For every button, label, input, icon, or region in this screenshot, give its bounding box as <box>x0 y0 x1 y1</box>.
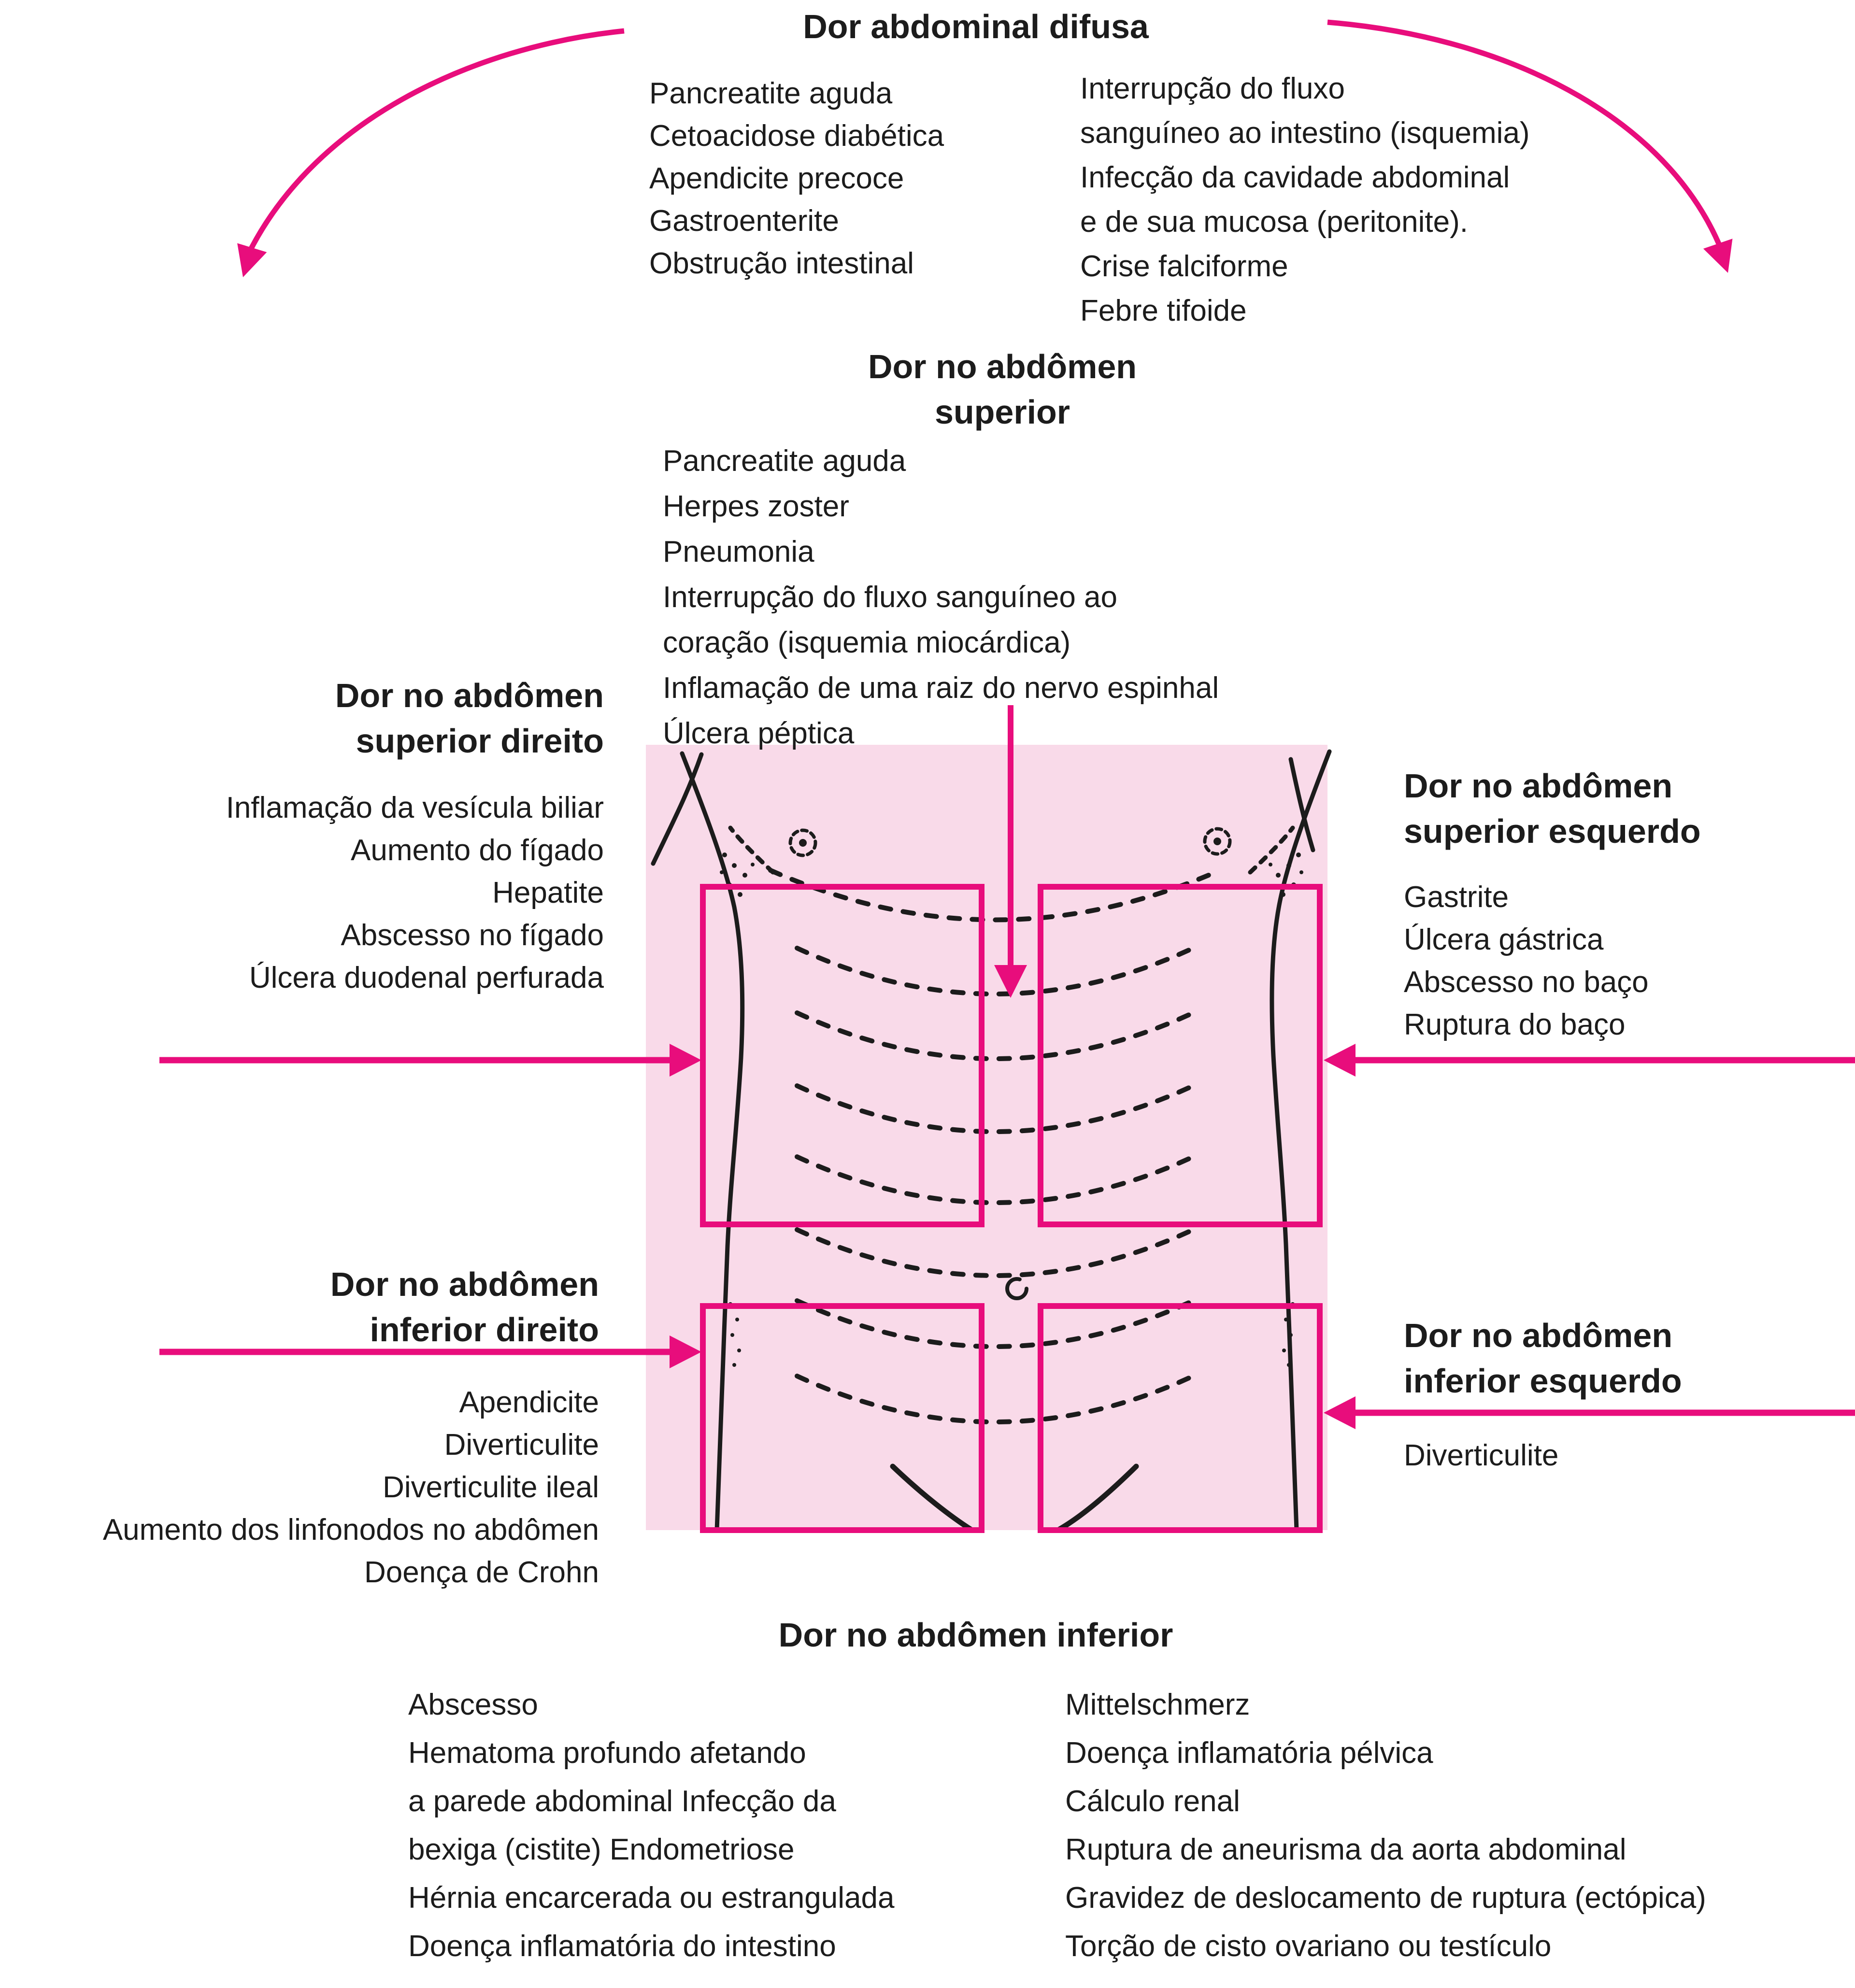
list-item: Gravidez de deslocamento de ruptura (ect… <box>1065 1881 1706 1915</box>
diffuse-causes-column-1: Pancreatite aguda Cetoacidose diabética … <box>649 72 944 285</box>
rib-dashed-arcs <box>768 868 1222 1424</box>
right-nipple <box>1203 827 1232 856</box>
list-item: Pancreatite aguda <box>663 444 906 478</box>
lower-center-causes-column-2: Mittelschmerz Doença inflamatória pélvic… <box>1065 1681 1706 1971</box>
lower-left-quadrant-list: Diverticulite <box>1404 1434 1558 1477</box>
list-item: Pancreatite aguda <box>649 77 893 110</box>
list-item: Interrupção do fluxo <box>1080 72 1345 105</box>
upper-left-quadrant-heading: Dor no abdômen superior esquerdo <box>1404 763 1701 854</box>
upper-right-quadrant-heading: Dor no abdômen superior direito <box>335 673 604 764</box>
lower-right-quadrant-list: Apendicite Diverticulite Diverticulite i… <box>103 1381 599 1594</box>
list-item: Gastrite <box>1404 880 1509 914</box>
list-item: sanguíneo ao intestino (isquemia) <box>1080 116 1530 150</box>
list-item: Inflamação de uma raiz do nervo espinhal <box>663 671 1219 705</box>
upper-right-quadrant-arrow <box>159 1044 701 1077</box>
torso-left-arm-line <box>651 752 704 866</box>
list-item: Diverticulite ileal <box>383 1471 599 1504</box>
list-item: Gastroenterite <box>649 204 839 238</box>
list-item: Hematoma profundo afetando <box>408 1736 806 1770</box>
list-item: Úlcera duodenal perfurada <box>249 961 604 994</box>
list-item: Abscesso <box>408 1688 538 1721</box>
diffuse-left-curved-arrow <box>237 28 625 277</box>
list-item: Infecção da cavidade abdominal <box>1080 161 1510 194</box>
heading-line: Dor no abdômen <box>1404 767 1673 805</box>
list-item: Aumento do fígado <box>351 834 604 867</box>
list-item: e de sua mucosa (peritonite). <box>1080 205 1468 239</box>
list-item: Diverticulite <box>444 1428 599 1462</box>
list-item: Torção de cisto ovariano ou testículo <box>1065 1930 1552 1963</box>
torso-right-side-line <box>1270 749 1332 1533</box>
lower-left-quadrant-arrow <box>1324 1396 1855 1429</box>
lower-right-quadrant-heading: Dor no abdômen inferior direito <box>330 1262 599 1352</box>
list-item: Doença inflamatória do intestino <box>408 1930 836 1963</box>
upper-center-down-arrow <box>994 705 1027 998</box>
heading-line: Dor no abdômen <box>868 348 1137 385</box>
list-item: Doença de Crohn <box>364 1556 599 1589</box>
list-item: Apendicite precoce <box>649 162 904 195</box>
lower-center-heading: Dor no abdômen inferior <box>778 1616 1173 1654</box>
list-item: Aumento dos linfonodos no abdômen <box>102 1513 599 1547</box>
quadrant-box-lower-right <box>700 1303 985 1533</box>
diffuse-causes-column-2: Interrupção do fluxo sanguíneo ao intest… <box>1080 67 1530 333</box>
heading-line: superior direito <box>356 722 604 760</box>
list-item: Pneumonia <box>663 535 814 568</box>
heading-line: Dor no abdômen <box>335 677 604 714</box>
quadrant-box-upper-left <box>1038 884 1323 1227</box>
upper-center-heading: Dor no abdômen superior <box>868 344 1137 435</box>
heading-line: Dor no abdômen <box>1404 1317 1673 1354</box>
list-item: Doença inflamatória pélvica <box>1065 1736 1433 1770</box>
list-item: Cetoacidose diabética <box>649 119 944 153</box>
list-item: Abscesso no baço <box>1404 966 1649 999</box>
heading-line: superior <box>934 393 1070 431</box>
list-item: Mittelschmerz <box>1065 1688 1250 1721</box>
navel <box>1005 1277 1028 1300</box>
lower-left-quadrant-heading: Dor no abdômen inferior esquerdo <box>1404 1313 1682 1404</box>
list-item: Febre tifoide <box>1080 294 1247 327</box>
list-item: a parede abdominal Infecção da <box>408 1785 836 1818</box>
list-item: Diverticulite <box>1404 1439 1559 1472</box>
list-item: Crise falciforme <box>1080 250 1288 283</box>
upper-left-quadrant-arrow <box>1324 1044 1855 1077</box>
heading-line: Dor no abdômen <box>330 1265 599 1303</box>
list-item: Hérnia encarcerada ou estrangulada <box>408 1881 895 1915</box>
list-item: Obstrução intestinal <box>649 247 914 280</box>
torso-left-chest-dash <box>728 825 775 875</box>
torso-right-chest-dash <box>1248 825 1295 875</box>
upper-center-causes-list: Pancreatite aguda Herpes zoster Pneumoni… <box>663 439 1219 756</box>
lower-center-causes-column-1: Abscesso Hematoma profundo afetando a pa… <box>408 1681 894 1971</box>
list-item: Interrupção do fluxo sanguíneo ao <box>663 581 1118 614</box>
list-item: Ruptura de aneurisma da aorta abdominal <box>1065 1833 1627 1866</box>
torso-left-side-line <box>680 751 745 1533</box>
heading-line: inferior esquerdo <box>1404 1362 1682 1400</box>
list-item: Apendicite <box>459 1386 599 1419</box>
diffuse-right-curved-arrow <box>1327 19 1733 273</box>
list-item: Úlcera gástrica <box>1404 923 1604 956</box>
upper-left-quadrant-list: Gastrite Úlcera gástrica Abscesso no baç… <box>1404 876 1649 1046</box>
diffuse-pain-title: Dor abdominal difusa <box>803 8 1149 45</box>
list-item: Cálculo renal <box>1065 1785 1240 1818</box>
heading-line: superior esquerdo <box>1404 812 1701 850</box>
left-nipple <box>788 828 817 857</box>
list-item: coração (isquemia miocárdica) <box>663 626 1071 659</box>
right-groin-line <box>1055 1463 1139 1533</box>
list-item: Hepatite <box>492 876 604 909</box>
abdomen-panel <box>646 745 1327 1530</box>
list-item: bexiga (cistite) Endometriose <box>408 1833 795 1866</box>
list-item: Úlcera péptica <box>663 717 855 750</box>
lower-right-quadrant-arrow <box>159 1335 701 1368</box>
list-item: Ruptura do baço <box>1404 1008 1626 1041</box>
torso-drawing <box>651 749 1332 1533</box>
list-item: Herpes zoster <box>663 490 849 523</box>
list-item: Abscesso no fígado <box>341 919 604 952</box>
torso-right-arm-line <box>1288 757 1315 852</box>
heading-line: inferior direito <box>370 1311 599 1349</box>
upper-right-quadrant-list: Inflamação da vesícula biliar Aumento do… <box>226 787 604 999</box>
list-item: Inflamação da vesícula biliar <box>226 791 604 824</box>
left-groin-line <box>890 1463 975 1533</box>
quadrant-box-upper-right <box>700 884 985 1227</box>
quadrant-box-lower-left <box>1038 1303 1323 1533</box>
